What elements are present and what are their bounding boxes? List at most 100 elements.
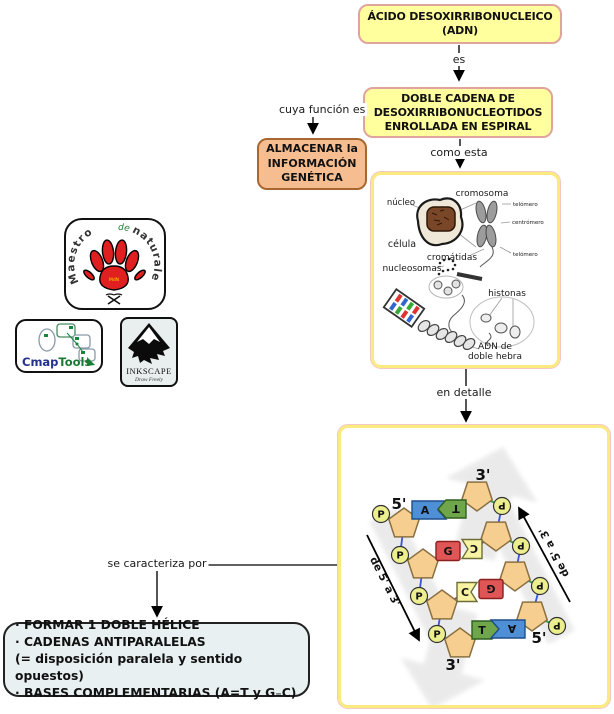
label-three-prime-top: 3' [475,466,490,484]
node-doble-line1: DOBLE CADENA DE [401,91,515,105]
label-telomero-inf: telómero [513,251,538,258]
chromatin-strand [448,246,494,334]
inkscape-tagline: Draw Freely [134,377,164,383]
svg-text:T: T [452,502,460,515]
phosphate-p: P [511,536,531,556]
dna-strands: P A P T P G P C P C P G P T P A [371,481,567,658]
svg-text:C: C [461,586,469,599]
phosphate-p: P [547,616,567,636]
cmaptools-logo: CmapTools [15,319,103,373]
label-cromatidas: cromátidas [427,253,477,263]
label-adn-1: ADN de [478,342,512,352]
label-celula: célula [388,239,416,250]
phosphate-p: P [409,586,429,606]
cell-figure-box: cromosoma núcleo célula cromátidas nucle… [370,171,561,369]
link-label-se-caracteriza: se caracteriza por [105,557,209,570]
histone-drawing [469,296,535,348]
inkscape-logo-art: INKSCAPE Draw Freely [126,323,172,383]
link-label-como-esta: como esta [428,146,490,159]
label-centromero: centrómero [512,219,544,226]
label-nucleosomas: nucleosomas [382,264,441,274]
phosphate-p: P [390,545,410,565]
base-G: G [435,540,461,562]
cell-figure: cromosoma núcleo célula cromátidas nucle… [382,189,544,362]
svg-text:P: P [377,510,384,521]
phosphate-p: P [371,504,391,524]
label-nucleo: núcleo [387,198,415,208]
node-title-line1: ÁCIDO DESOXIRRIBONUCLEICO [367,10,553,23]
node-caracteristicas[interactable]: · FORMAR 1 DOBLE HÉLICE · CADENAS ANTIPA… [3,618,310,700]
dna-ladder-drawing [382,287,426,329]
sugar-pentagon [479,521,513,552]
node-adn-title[interactable]: ÁCIDO DESOXIRRIBONUCLEICO (ADN) [358,4,562,44]
svg-text:A: A [421,504,430,517]
cell-drawing [416,197,464,247]
svg-text:T: T [478,624,486,637]
inkscape-name: INKSCAPE [126,366,172,376]
cell-nucleus [426,206,456,232]
crossed-tools-icon [105,293,123,305]
node-doble-cadena[interactable]: DOBLE CADENA DE DESOXIRRIBONUCLEOTIDOS E… [363,87,553,138]
base-G: G [478,578,504,600]
svg-text:C: C [470,542,478,555]
coiled-fiber [456,272,483,281]
char-line1: · FORMAR 1 DOBLE HÉLICE [15,618,200,632]
nucleosome-beads [437,257,457,276]
char-line2: · CADENAS ANTIPARALELAS [15,635,206,649]
svg-text:P: P [553,619,560,630]
helix-rope [417,319,476,351]
inkscape-logo: INKSCAPE Draw Freely [120,317,178,387]
svg-text:P: P [517,539,524,550]
direction-arrows [366,506,571,642]
label-three-prime-bottom: 3' [445,656,460,674]
label-adn-2: doble hebra [468,352,522,362]
arc-text-top: de [118,223,131,234]
phosphate-p: P [530,576,550,596]
cmap-icon [38,323,96,366]
maestro-logo-art: Maestro de naturales MdN [66,220,163,305]
link-label-en-detalle: en detalle [434,386,494,399]
label-five-prime-left: 5' [391,495,406,513]
node-func-line1: ALMACENAR la [266,142,358,156]
char-line3: (= disposición paralela y sentido opuest… [15,652,243,683]
watermark-arrows [369,446,575,705]
phosphate-p: P [492,496,512,516]
inkscape-mountain [137,327,160,344]
node-func-line3: GENÉTICA [281,171,343,185]
chromosome-drawing [475,200,498,248]
cmaptools-logo-art: CmapTools [22,323,96,369]
base-C: C [456,581,479,603]
sugar-pentagon [425,589,459,620]
node-func-line2: INFORMACIÓN [267,156,357,170]
label-telomero-sup: telómero [513,201,538,208]
cmaptools-name: CmapTools [22,355,91,369]
svg-text:G: G [486,582,495,595]
paw-icon [83,239,146,291]
node-almacenar[interactable]: ALMACENAR la INFORMACIÓN GENÉTICA [257,138,367,190]
svg-text:P: P [498,499,505,510]
base-C: C [460,538,483,560]
svg-text:P: P [433,630,440,641]
char-line4: · BASES COMPLEMENTARIAS (A=T y G₌C) [15,686,297,700]
svg-text:G: G [443,545,452,558]
label-histonas: histonas [488,289,526,299]
maestro-logo: Maestro de naturales MdN [64,218,166,310]
node-title-line2: (ADN) [442,24,478,37]
cell-pointer-lines [409,202,514,350]
base-A: A [489,619,526,639]
paw-pad-text: MdN [109,277,119,283]
svg-text:P: P [396,551,403,562]
base-T: T [437,499,467,519]
link-label-es: es [450,53,468,66]
label-cromosoma: cromosoma [456,189,509,199]
label-five-prime-right: 5' [531,629,546,647]
phosphate-p: P [427,624,447,644]
svg-text:P: P [415,592,422,603]
bead-cluster [428,275,464,299]
node-doble-line3: ENROLLADA EN ESPIRAL [384,119,532,133]
svg-text:A: A [507,622,516,635]
svg-text:P: P [536,579,543,590]
